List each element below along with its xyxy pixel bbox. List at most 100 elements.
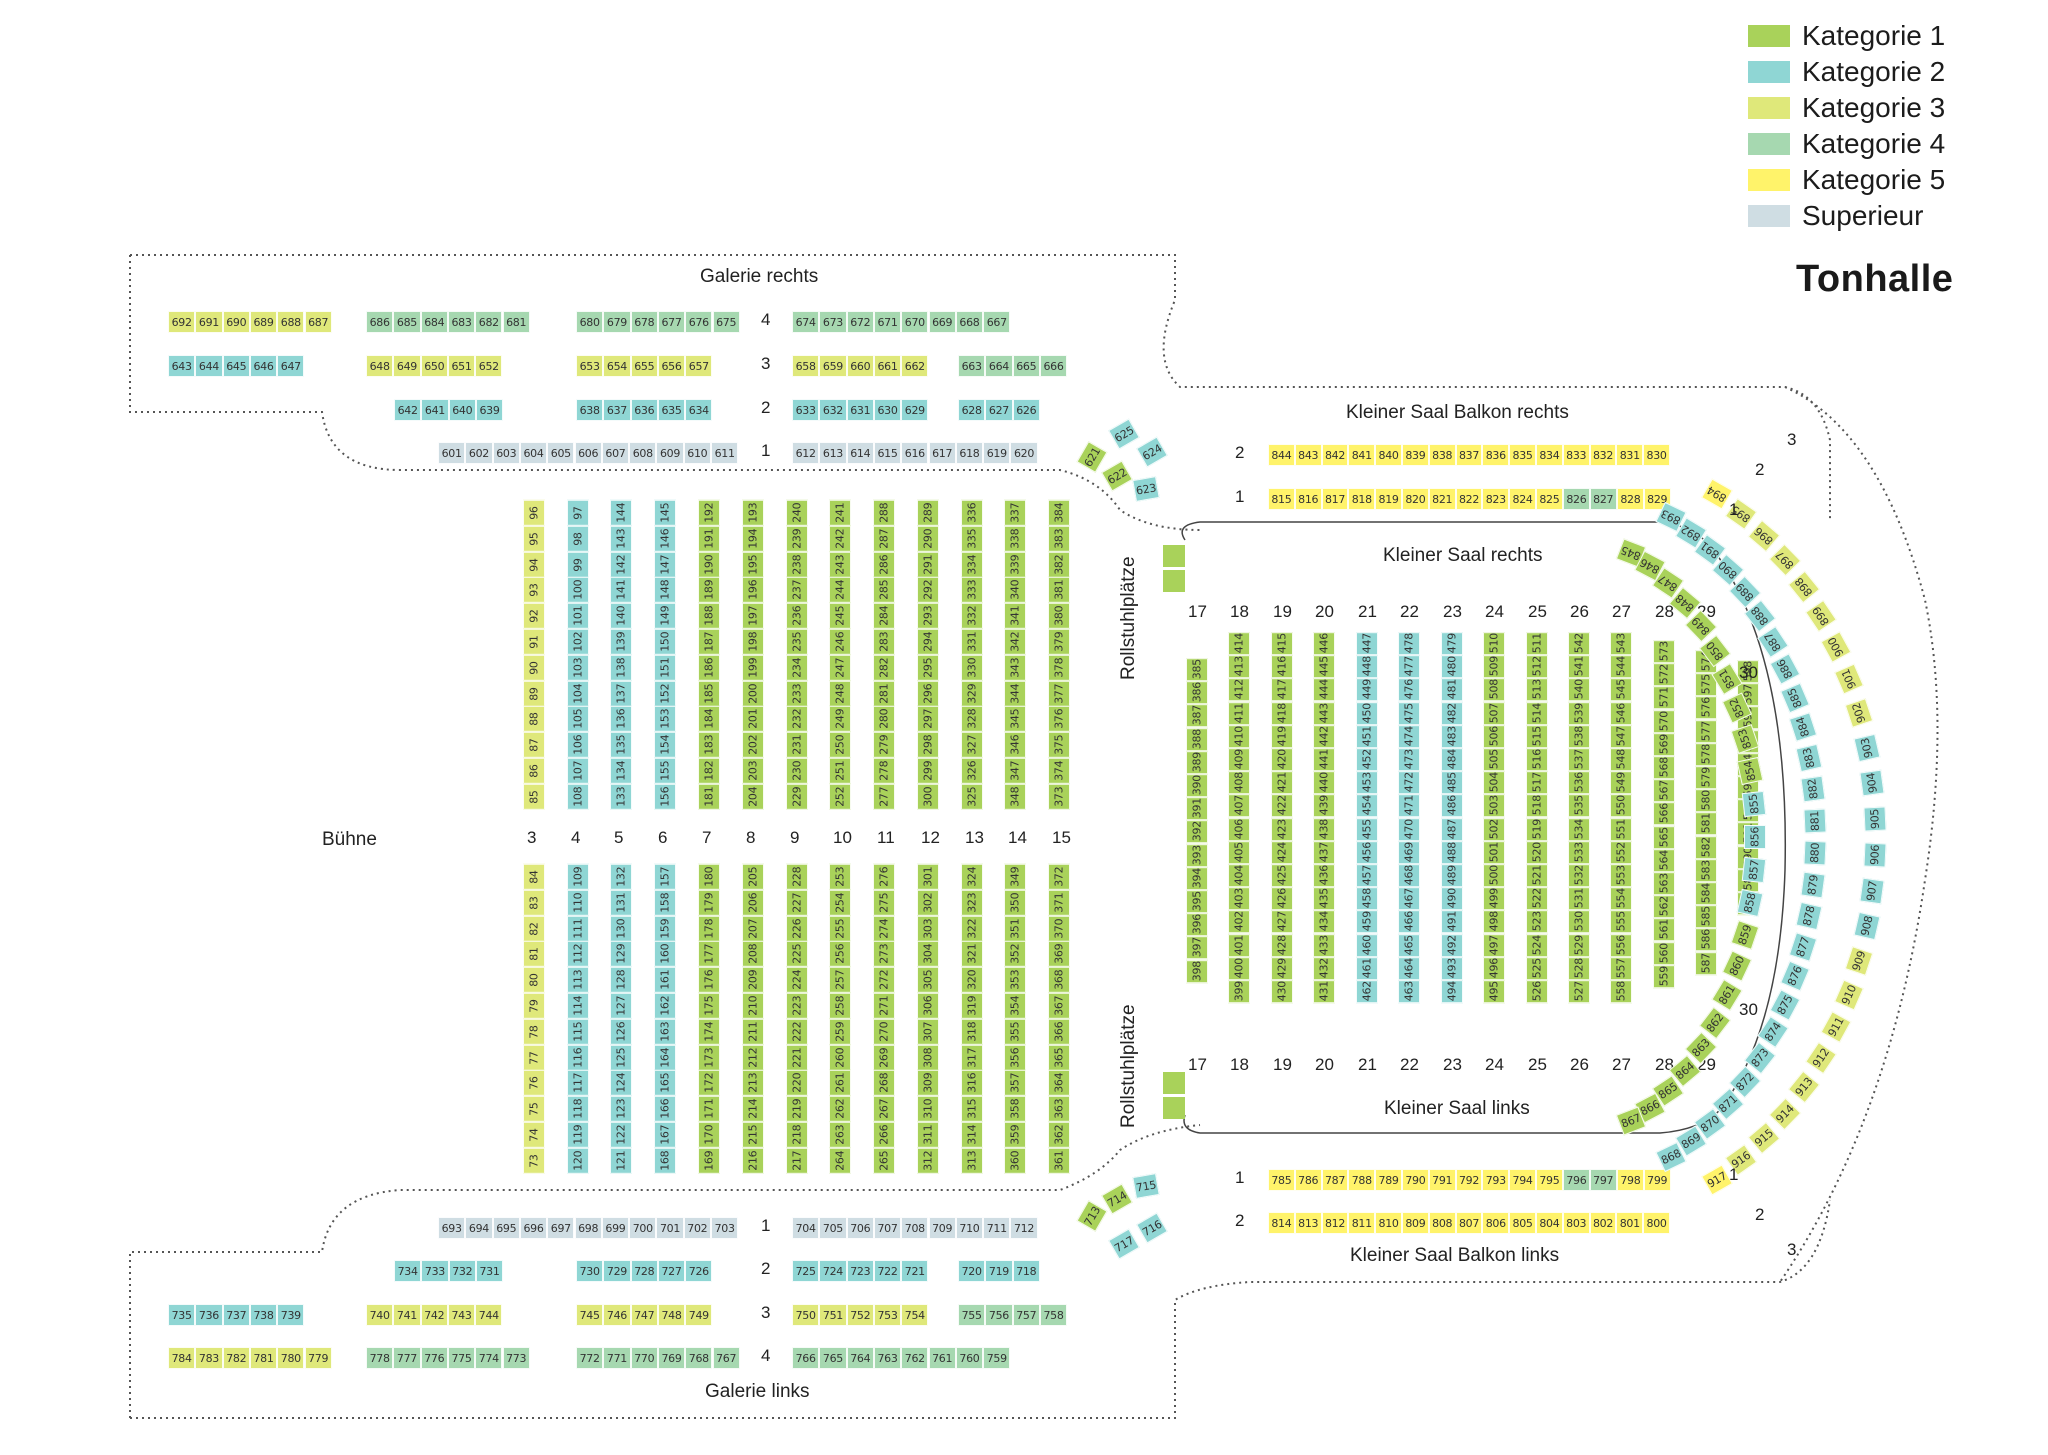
seat[interactable]: 786 (1294, 1169, 1322, 1191)
seat[interactable]: 290 (917, 525, 939, 552)
seat[interactable]: 345 (1004, 706, 1026, 733)
seat[interactable]: 317 (961, 1044, 983, 1071)
seat[interactable]: 560 (1653, 941, 1675, 965)
seat[interactable]: 571 (1653, 686, 1675, 710)
seat[interactable]: 154 (654, 732, 676, 758)
seat[interactable]: 104 (567, 680, 589, 707)
seat[interactable]: 238 (786, 551, 808, 578)
seat[interactable]: 550 (1610, 794, 1632, 818)
seat[interactable]: 176 (698, 967, 720, 993)
seat[interactable]: 226 (786, 915, 808, 942)
seat[interactable]: 384 (1048, 500, 1070, 526)
seat[interactable]: 465 (1398, 933, 1420, 957)
seat[interactable]: 844 (1268, 444, 1295, 466)
seat[interactable]: 739 (277, 1304, 305, 1326)
seat[interactable]: 385 (1186, 658, 1208, 682)
seat[interactable]: 381 (1048, 577, 1070, 604)
seat[interactable]: 371 (1048, 889, 1070, 916)
seat[interactable]: 771 (603, 1347, 631, 1369)
seat[interactable]: 103 (567, 654, 589, 681)
seat[interactable]: 108 (567, 783, 589, 810)
seat[interactable]: 231 (786, 732, 808, 758)
seat[interactable]: 646 (249, 355, 278, 377)
seat[interactable]: 181 (698, 783, 720, 810)
seat[interactable]: 91 (523, 629, 545, 655)
seat[interactable]: 807 (1455, 1212, 1483, 1234)
seat[interactable]: 113 (567, 967, 589, 993)
seat[interactable]: 772 (576, 1347, 604, 1369)
seat[interactable]: 796 (1563, 1169, 1590, 1191)
seat[interactable]: 289 (917, 500, 939, 526)
seat[interactable]: 738 (249, 1304, 278, 1326)
seat[interactable]: 430 (1271, 980, 1293, 1004)
seat[interactable]: 620 (1010, 442, 1038, 464)
seat[interactable]: 729 (603, 1260, 631, 1282)
seat[interactable]: 773 (502, 1347, 530, 1369)
seat[interactable]: 144 (610, 500, 632, 526)
seat[interactable]: 668 (955, 311, 984, 333)
seat[interactable]: 737 (222, 1304, 250, 1326)
seat[interactable]: 428 (1271, 933, 1293, 957)
seat[interactable]: 774 (475, 1347, 503, 1369)
seat[interactable]: 535 (1568, 794, 1590, 818)
seat[interactable]: 803 (1562, 1212, 1590, 1234)
seat[interactable]: 442 (1313, 724, 1335, 748)
seat[interactable]: 787 (1321, 1169, 1349, 1191)
seat[interactable]: 349 (1004, 864, 1026, 890)
seat[interactable]: 320 (961, 967, 983, 993)
seat[interactable]: 819 (1375, 488, 1402, 510)
seat[interactable]: 659 (819, 355, 847, 377)
seat[interactable]: 437 (1313, 840, 1335, 864)
seat[interactable]: 77 (523, 1044, 545, 1071)
seat[interactable]: 414 (1228, 632, 1250, 656)
seat[interactable]: 273 (873, 941, 895, 968)
seat[interactable]: 880 (1803, 840, 1827, 866)
seat[interactable]: 251 (829, 758, 851, 784)
seat[interactable]: 583 (1695, 858, 1717, 882)
seat[interactable]: 484 (1441, 748, 1463, 772)
seat[interactable]: 706 (846, 1217, 874, 1239)
seat[interactable]: 400 (1228, 956, 1250, 980)
seat[interactable]: 711 (983, 1217, 1011, 1239)
seat[interactable]: 137 (610, 680, 632, 707)
seat[interactable]: 353 (1004, 967, 1026, 993)
seat[interactable]: 451 (1356, 724, 1378, 748)
seat[interactable]: 271 (873, 993, 895, 1019)
seat[interactable]: 761 (928, 1347, 956, 1369)
seat[interactable]: 570 (1653, 709, 1675, 733)
seat[interactable]: 125 (610, 1044, 632, 1071)
seat[interactable]: 376 (1048, 706, 1070, 733)
seat[interactable]: 297 (917, 706, 939, 733)
seat[interactable]: 78 (523, 1018, 545, 1045)
seat[interactable]: 454 (1356, 794, 1378, 818)
seat[interactable]: 734 (394, 1260, 422, 1282)
seat[interactable]: 708 (901, 1217, 929, 1239)
seat[interactable]: 263 (829, 1122, 851, 1148)
seat[interactable]: 399 (1228, 980, 1250, 1004)
seat[interactable]: 219 (786, 1096, 808, 1122)
seat[interactable]: 883 (1795, 743, 1823, 773)
seat[interactable]: 735 (168, 1304, 196, 1326)
seat[interactable]: 194 (742, 525, 764, 552)
seat[interactable]: 335 (961, 525, 983, 552)
seat[interactable]: 731 (475, 1260, 504, 1282)
seat[interactable]: 429 (1271, 956, 1293, 980)
seat[interactable]: 840 (1375, 444, 1402, 466)
seat[interactable]: 318 (961, 1018, 983, 1045)
seat[interactable]: 470 (1398, 817, 1420, 841)
seat[interactable]: 323 (961, 889, 983, 916)
seat[interactable]: 166 (654, 1096, 676, 1122)
seat[interactable]: 422 (1271, 794, 1293, 818)
seat[interactable]: 464 (1398, 956, 1420, 980)
seat[interactable]: 225 (786, 941, 808, 968)
seat[interactable]: 879 (1800, 871, 1826, 898)
seat[interactable]: 709 (928, 1217, 956, 1239)
seat[interactable]: 723 (846, 1260, 874, 1282)
seat[interactable]: 308 (917, 1044, 939, 1071)
seat[interactable]: 174 (698, 1018, 720, 1045)
seat[interactable]: 682 (475, 311, 503, 333)
seat[interactable]: 266 (873, 1122, 895, 1148)
seat[interactable]: 236 (786, 603, 808, 629)
seat[interactable]: 274 (873, 915, 895, 942)
seat[interactable]: 438 (1313, 817, 1335, 841)
